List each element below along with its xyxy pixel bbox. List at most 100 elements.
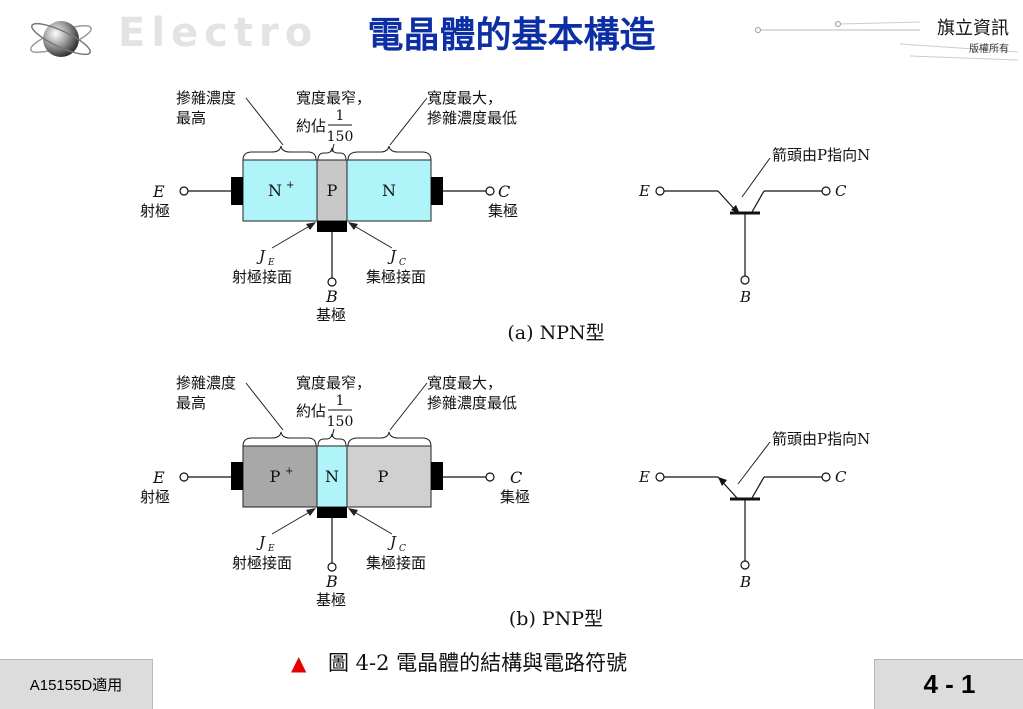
pnp-structure: 摻雜濃度 最高 寬度最窄， 約佔 1 150 寬度最大， 摻雜濃度最低 P + … [140, 374, 530, 609]
npn-sym-e-letter: E [638, 182, 650, 200]
pnp-fraction-num: 1 [336, 393, 345, 409]
npn-jc-name: 集極接面 [366, 268, 426, 286]
npn-sym-e-terminal [655, 186, 665, 196]
pnp-jc-arrow [350, 509, 393, 535]
npn-base-region-label: P [327, 181, 338, 200]
pnp-symbol: 箭頭由P指向N E C B [638, 430, 870, 591]
footer-page-number: 4 - 1 [874, 659, 1023, 709]
publisher-block: 旗立資訊 版權所有 [937, 14, 1009, 55]
npn-wide-leader [389, 97, 428, 146]
pnp-jc-letter: J [387, 533, 397, 551]
npn-sym-c-letter: C [835, 182, 847, 200]
pnp-arrow-note: 箭頭由P指向N [772, 430, 870, 448]
pnp-je-arrow-head [306, 508, 316, 516]
npn-jc-arrow [350, 223, 393, 249]
publisher-name: 旗立資訊 [937, 18, 1009, 39]
pnp-collector-terminal [485, 472, 495, 482]
pnp-collector-region-label: P [378, 467, 389, 486]
npn-e-name: 射極 [140, 202, 170, 220]
npn-c-name: 集極 [488, 202, 518, 220]
pnp-je-letter: J [256, 533, 266, 551]
pnp-b-letter: B [325, 572, 338, 591]
pnp-collector-contact [431, 462, 443, 490]
pnp-je-name: 射極接面 [232, 554, 292, 572]
pnp-high-doping-label-1: 摻雜濃度 [176, 374, 236, 392]
caption-marker-icon: ▲ [291, 651, 307, 675]
npn-wide-label-2: 摻雜濃度最低 [427, 109, 517, 127]
npn-b-name: 基極 [316, 306, 346, 324]
pnp-b-name: 基極 [316, 591, 346, 609]
npn-sym-c-terminal [821, 186, 831, 196]
npn-high-doping-label-1: 摻雜濃度 [176, 89, 236, 107]
figure-caption: 圖 4-2 電晶體的結構與電路符號 [328, 651, 627, 675]
npn-jc-sub: C [399, 258, 406, 268]
pnp-fraction-den: 150 [327, 414, 354, 430]
pnp-high-doping-label-2: 最高 [176, 394, 206, 412]
npn-collector-region-label: N [382, 181, 396, 200]
pnp-narrow-label-2: 約佔 [296, 402, 326, 420]
pnp-base-terminal [327, 562, 337, 572]
npn-collector-contact [431, 177, 443, 205]
npn-fraction-num: 1 [336, 108, 345, 124]
npn-e-letter: E [152, 182, 165, 201]
npn-c-letter: C [498, 182, 510, 201]
npn-base-brace [317, 147, 347, 161]
npn-base-terminal [327, 277, 337, 287]
header-logo [26, 14, 96, 64]
pnp-sym-e-terminal [655, 472, 665, 482]
npn-b-letter: B [325, 287, 338, 306]
pnp-sym-b-terminal [740, 560, 750, 570]
npn-arrow-note: 箭頭由P指向N [772, 146, 870, 164]
npn-arrow-note-leader [741, 157, 771, 198]
pnp-emitter-contact [231, 462, 243, 490]
npn-collector-brace [347, 145, 432, 161]
pnp-c-letter: C [510, 468, 522, 487]
npn-caption: (a) NPN型 [507, 322, 604, 344]
pnp-emitter-terminal [179, 472, 189, 482]
publisher-rights: 版權所有 [969, 44, 1009, 55]
npn-narrow-label-2: 約佔 [296, 117, 326, 135]
npn-sym-collector-leg [751, 190, 765, 213]
pnp-e-letter: E [152, 468, 165, 487]
npn-je-arrow-head [306, 222, 316, 230]
pnp-jc-arrow-head [348, 508, 358, 516]
npn-collector-terminal [485, 186, 495, 196]
pnp-jc-name: 集極接面 [366, 554, 426, 572]
pnp-emitter-brace [242, 431, 317, 447]
pnp-high-doping-leader [245, 382, 284, 431]
pnp-e-name: 射極 [140, 488, 170, 506]
pnp-narrow-label-1: 寬度最窄， [296, 374, 371, 392]
npn-je-name: 射極接面 [232, 268, 292, 286]
pnp-base-region-label: N [325, 467, 339, 486]
pnp-base-contact [317, 507, 347, 518]
pnp-sym-collector-leg [751, 476, 765, 499]
npn-high-doping-label-2: 最高 [176, 109, 206, 127]
npn-emitter-region-sup: + [286, 180, 294, 191]
npn-wide-label-1: 寬度最大， [427, 89, 502, 107]
pnp-wide-label-2: 摻雜濃度最低 [427, 394, 517, 412]
npn-narrow-label-1: 寬度最窄， [296, 89, 371, 107]
pnp-emitter-region-label: P [270, 467, 281, 486]
npn-je-sub: E [267, 258, 275, 268]
npn-jc-letter: J [387, 247, 397, 265]
pnp-je-sub: E [267, 544, 275, 554]
npn-fraction-den: 150 [327, 129, 354, 145]
npn-emitter-terminal [179, 186, 189, 196]
pnp-sym-e-letter: E [638, 468, 650, 486]
pnp-sym-c-terminal [821, 472, 831, 482]
pnp-emitter-region [242, 445, 318, 508]
npn-structure: 摻雜濃度 最高 寬度最窄， 約佔 1 150 寬度最大， 摻雜濃度最低 N + … [140, 89, 518, 324]
npn-sym-b-letter: B [739, 288, 751, 306]
npn-sym-b-terminal [740, 275, 750, 285]
footer-edition-label: A15155D適用 [0, 659, 153, 709]
pnp-collector-brace [347, 431, 432, 447]
pnp-c-name: 集極 [500, 488, 530, 506]
header-watermark-text: Electro [118, 10, 319, 56]
pnp-base-brace [317, 433, 347, 447]
pnp-sym-c-letter: C [835, 468, 847, 486]
npn-emitter-brace [242, 145, 317, 161]
npn-jc-arrow-head [348, 222, 358, 230]
npn-base-contact [317, 221, 347, 232]
pnp-caption: (b) PNP型 [509, 608, 603, 630]
